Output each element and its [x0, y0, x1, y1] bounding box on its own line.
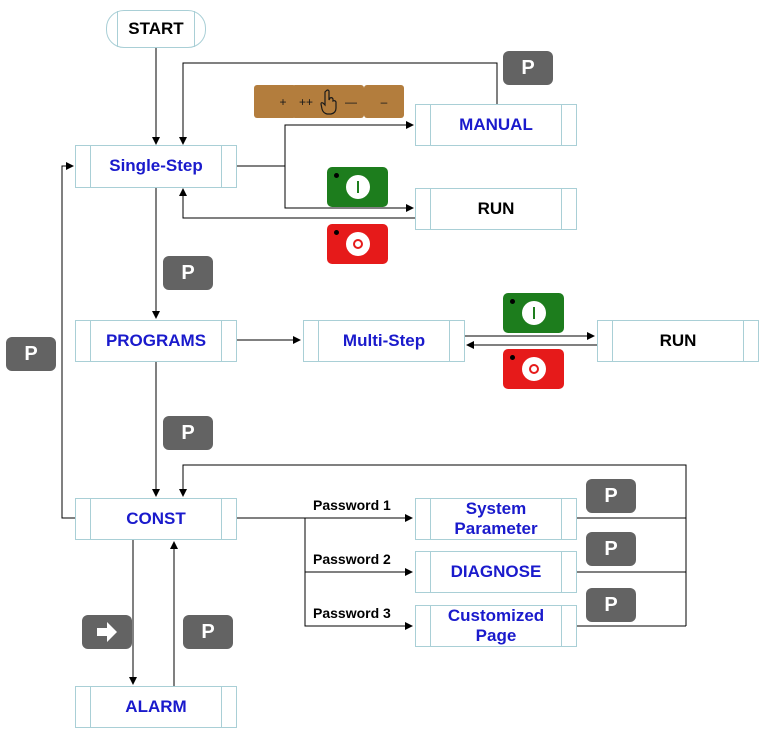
- system-parameter-node: System Parameter: [415, 498, 577, 540]
- start-switch-single-step: [327, 167, 388, 207]
- password-1-label: Password 1: [313, 497, 391, 513]
- multi-step-node: Multi-Step: [303, 320, 465, 362]
- dash-key-label: —: [345, 94, 357, 109]
- p-key-diagnose: P: [586, 532, 636, 566]
- customized-page-line1: Customized: [447, 605, 545, 625]
- run-right-label: RUN: [659, 330, 697, 350]
- programs-label: PROGRAMS: [105, 330, 207, 350]
- run-node-top: RUN: [415, 188, 577, 230]
- p-key-left-return: P: [6, 337, 56, 371]
- stop-icon: [521, 357, 546, 381]
- stop-switch-single-step: [327, 224, 388, 264]
- system-parameter-line2: Parameter: [454, 519, 538, 538]
- programs-node: PROGRAMS: [75, 320, 237, 362]
- customized-page-node: Customized Page: [415, 605, 577, 647]
- single-step-node: Single-Step: [75, 145, 237, 188]
- p-key-to-const: P: [163, 416, 213, 450]
- p-key-to-programs: P: [163, 256, 213, 290]
- diagnose-label: DIAGNOSE: [450, 561, 542, 581]
- p-key-alarm-return: P: [183, 615, 233, 649]
- diagnose-node: DIAGNOSE: [415, 551, 577, 593]
- customized-page-line2: Page: [475, 626, 517, 645]
- single-step-label: Single-Step: [109, 156, 203, 176]
- arrow-right-icon: [97, 622, 117, 642]
- p-key-customized-page: P: [586, 588, 636, 622]
- plusplus-key-label: ++: [298, 94, 313, 109]
- minus-key-label: –: [380, 94, 388, 109]
- multi-step-label: Multi-Step: [342, 330, 426, 350]
- manual-label: MANUAL: [459, 114, 533, 134]
- p-key-system-parameter: P: [586, 479, 636, 513]
- plus-key-label: +: [279, 94, 287, 109]
- manual-jog-keys: + ++ — –: [254, 85, 404, 118]
- stop-switch-multi-step: [503, 349, 564, 389]
- start-icon: [345, 175, 370, 199]
- plus-key: +: [254, 85, 296, 118]
- start-icon: [521, 301, 546, 325]
- const-label: CONST: [126, 508, 186, 528]
- hand-pointer-icon: [320, 88, 337, 115]
- start-node: START: [106, 10, 206, 48]
- password-3-label: Password 3: [313, 605, 391, 621]
- start-switch-multi-step: [503, 293, 564, 333]
- hand-plusplus-key: ++ —: [292, 85, 364, 118]
- manual-node: MANUAL: [415, 104, 577, 146]
- arrow-right-key: [82, 615, 132, 649]
- minus-key: –: [364, 85, 404, 118]
- const-node: CONST: [75, 498, 237, 540]
- run-node-right: RUN: [597, 320, 759, 362]
- alarm-node: ALARM: [75, 686, 237, 728]
- alarm-label: ALARM: [125, 696, 187, 716]
- p-key-manual: P: [503, 51, 553, 85]
- run-top-label: RUN: [477, 198, 515, 218]
- stop-icon: [345, 232, 370, 256]
- password-2-label: Password 2: [313, 551, 391, 567]
- start-label: START: [128, 18, 184, 38]
- system-parameter-line1: System: [465, 498, 527, 518]
